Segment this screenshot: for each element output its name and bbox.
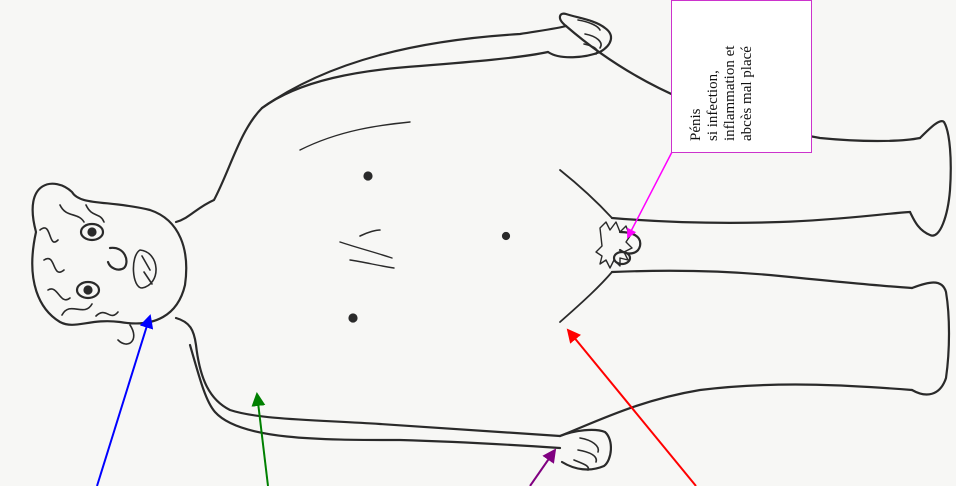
upper-leg-inner (612, 212, 910, 223)
torso-top-outline (176, 52, 548, 222)
magenta-arrow (628, 152, 672, 237)
groin-line-upper (560, 170, 612, 218)
groin-line-lower (560, 272, 612, 322)
lower-hand (560, 430, 611, 470)
red-arrow (568, 330, 696, 486)
annotation-label-text: Pénis si infection, inflammation et abcè… (688, 46, 756, 141)
lower-leg-outer (560, 385, 912, 436)
torso-bottom-outline (176, 318, 560, 436)
sternum-line (360, 230, 380, 236)
head-outline (32, 184, 186, 325)
hair-strokes (40, 205, 118, 316)
nipple-upper (365, 173, 372, 180)
rib-lines (340, 242, 394, 268)
annotation-title: Pénis (688, 46, 705, 141)
annotation-line-3: inflammation et (722, 46, 739, 141)
nipple-lower (350, 315, 357, 322)
annotation-label-box: Pénis si infection, inflammation et abcè… (671, 0, 812, 153)
green-arrow (257, 394, 268, 486)
navel (503, 233, 509, 239)
annotation-line-2: si infection, (705, 46, 722, 141)
nose (108, 248, 126, 270)
annotation-arrows (97, 152, 696, 486)
purple-arrow (530, 450, 555, 486)
lower-hand-fingers (574, 438, 598, 470)
lower-foot (912, 283, 949, 395)
human-figure-drawing (32, 14, 950, 470)
mouth (133, 250, 156, 288)
lower-leg-inner (612, 271, 912, 288)
ear (118, 325, 134, 344)
upper-hand-fingers (578, 20, 601, 54)
blue-arrow (97, 316, 150, 486)
abdomen-line-upper (300, 122, 410, 150)
annotation-line-4: abcès mal placé (739, 46, 756, 141)
